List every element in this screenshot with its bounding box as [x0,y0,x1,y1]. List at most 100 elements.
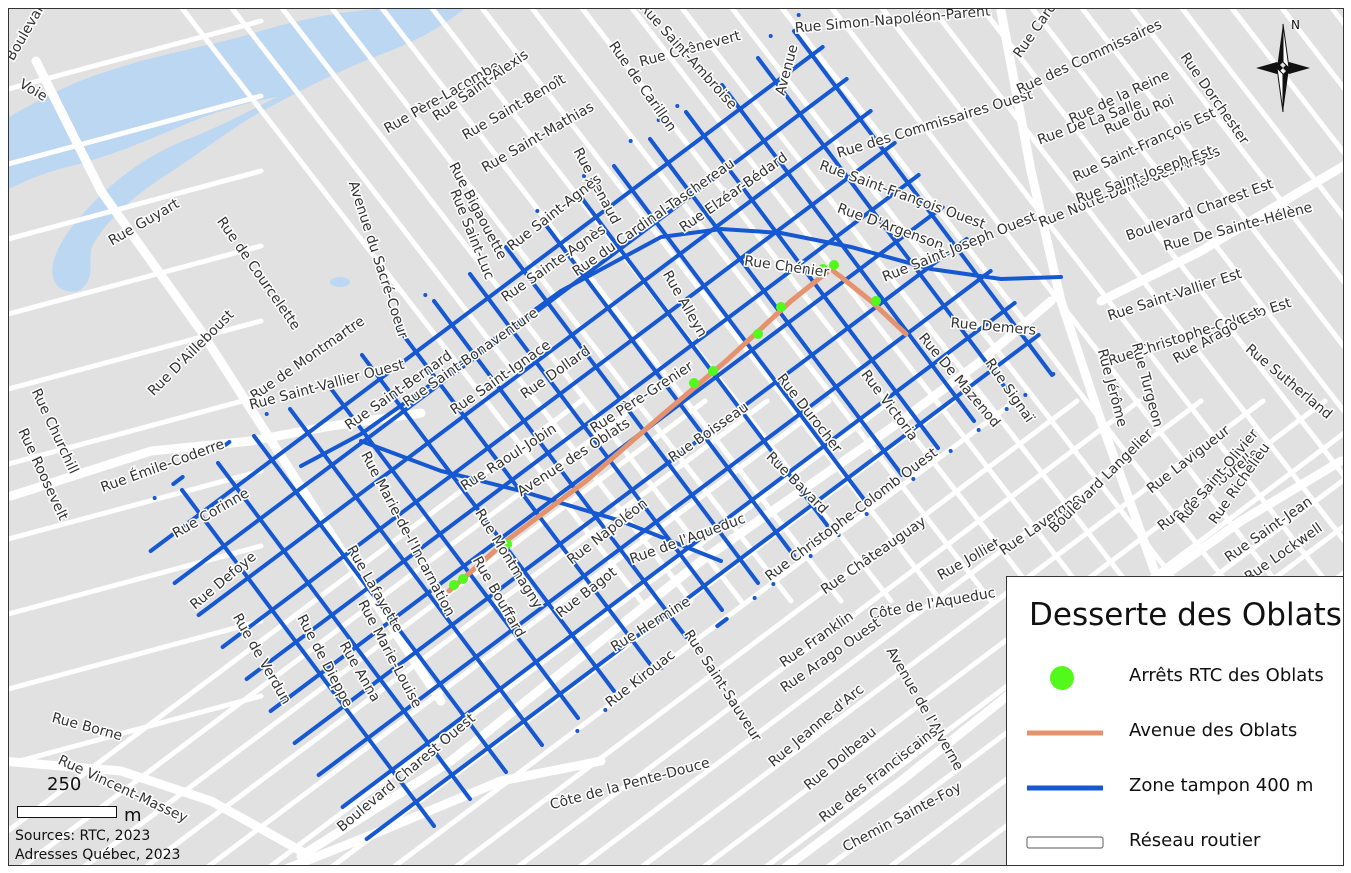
street-label: Rue Boisseau [666,399,752,466]
rtc-stop [829,260,839,270]
street [1329,9,1343,27]
street [9,168,264,242]
buffer-street [268,205,945,713]
rtc-stop [689,378,699,388]
major-road [296,296,1056,861]
street [929,9,1343,544]
source-line: Sources: RTC, 2023 [15,828,151,844]
street [229,9,694,604]
legend-label: Avenue des Oblats [1129,720,1298,741]
street [9,543,264,617]
street [1079,9,1343,350]
buffer-street [359,439,723,563]
rtc-stops [449,260,881,590]
street [640,398,1266,865]
street [206,398,832,865]
scale-value: 250 [47,774,82,795]
street [9,93,264,167]
street [529,9,994,604]
street [329,9,794,604]
north-arrow-icon [1256,18,1310,113]
street [879,9,1343,604]
buffer-street [172,77,849,585]
street [516,398,1142,865]
legend: Desserte des Oblats Arrêts RTC des Oblat… [1006,576,1344,866]
street [1229,9,1343,156]
street [20,398,646,865]
major-road [9,408,426,501]
sources: Sources: RTC, 2023 Adresses Québec, 2023 [15,827,215,865]
street [829,9,1294,604]
buffer-street [148,45,825,553]
street [629,9,1094,604]
street [702,398,1328,865]
legend-item-avenue: Avenue des Oblats [1007,712,1337,752]
legend-label: Arrêts RTC des Oblats [1129,665,1324,686]
street [729,9,1194,604]
rtc-stop [449,580,459,590]
rtc-stop [708,366,718,376]
buffer-zone-400m [148,13,1063,841]
scale-unit: m [124,805,142,826]
buffer-street [220,141,897,649]
street-label: Rue Alleyn [659,268,710,340]
street-label: Rue Turgeon [1128,341,1166,429]
street [279,9,744,604]
rtc-stop [818,264,828,274]
legend-title: Desserte des Oblats [1029,597,1342,633]
street-label: Rue Saint-François Ouest [817,158,988,233]
street-label: Boulevard [9,9,52,64]
street [392,398,1018,865]
scale-bar-rect [17,806,117,818]
street [268,398,894,865]
rtc-stop [871,296,881,306]
street [9,393,264,467]
avenue-des-oblats [446,265,909,594]
buffer-street [715,617,729,628]
buffer-street [171,475,185,486]
rtc-stop [458,574,468,584]
legend-label: Réseau routier [1129,830,1261,851]
street [9,693,264,767]
major-road [283,756,606,865]
street [9,318,264,392]
pond [330,277,350,287]
legend-label: Zone tampon 400 m [1129,775,1314,796]
buffer-street [218,440,232,451]
legend-item-stops: Arrêts RTC des Oblats [1007,657,1337,697]
water-layer [9,9,464,292]
street [379,9,844,604]
buffer-street [299,226,1063,468]
buffer-street [196,109,873,617]
source-line: Adresses Québec, 2023 [15,847,181,863]
legend-item-buffer: Zone tampon 400 m [1007,767,1337,807]
street-label: Rue Caron [1010,9,1065,61]
scale-bar: 250 m [16,774,226,836]
major-road [9,757,306,856]
street-label: Rue Chénier [743,253,830,281]
street [1129,9,1343,285]
legend-item-roads: Réseau routier [1007,822,1337,862]
street [1279,9,1343,92]
buffer-street [316,269,993,777]
street [1179,9,1343,221]
road-outline-icon [1026,836,1104,849]
river [9,9,464,292]
street [144,398,770,865]
buffer-street [340,301,1017,809]
street [9,18,264,92]
street [1029,9,1343,414]
north-label: N [1291,18,1300,32]
rtc-stop [502,539,512,549]
buffer-street [244,173,921,681]
major-road [1096,161,1343,306]
buffer-street [364,333,1041,841]
street [679,9,1144,604]
buffer-line-icon [1027,785,1103,791]
street-label: Rue Simon-Napoléon-Parent [794,9,991,37]
street [9,618,264,692]
street [9,243,264,317]
